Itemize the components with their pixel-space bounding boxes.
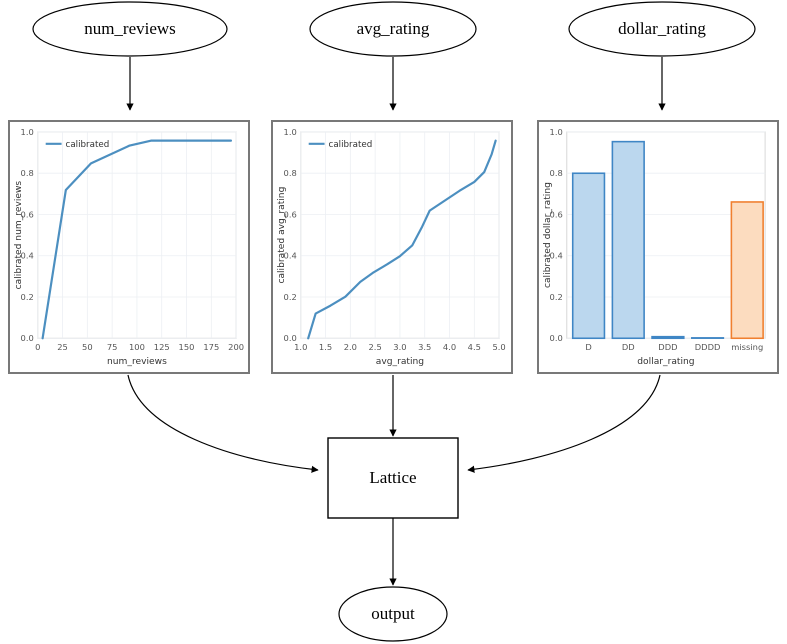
y-tick-labels: 0.0 0.2 0.4 0.6 0.8 1.0 [550,127,563,343]
x-axis-title: dollar_rating [637,357,694,367]
x-tick: 125 [154,342,170,352]
y-tick: 0.4 [284,251,297,261]
x-tick: 25 [57,342,68,352]
node-avg-rating[interactable]: avg_rating [309,1,477,57]
y-tick: 0.8 [550,168,563,178]
x-tick: 1.0 [294,342,307,352]
y-axis-title: calibrated num_reviews [14,181,24,290]
x-tick-labels: 1.0 1.5 2.0 2.5 3.0 3.5 4.0 4.5 5.0 [294,342,506,352]
ellipse-shape [338,586,448,642]
x-tick: 1.5 [319,342,332,352]
x-tick: 3.5 [418,342,431,352]
chart-panel-avg-rating[interactable]: calibrated 0.0 0.2 0.4 0.6 0.8 1.0 1.0 1… [271,120,513,374]
y-tick: 0.0 [21,333,34,343]
x-tick: 2.5 [369,342,382,352]
node-lattice[interactable]: Lattice [327,437,459,519]
y-axis-title: calibrated avg_rating [277,187,287,284]
node-label-lattice: Lattice [369,468,416,487]
x-tick-labels: 0 25 50 75 100 125 150 175 200 [35,342,244,352]
plot-dollar-rating: 0.0 0.2 0.4 0.6 0.8 1.0 D DD DDD DDDD mi… [543,127,766,367]
y-axis-title: calibrated dollar_rating [543,182,553,288]
bar-DDD [651,335,685,340]
node-label-dollar-rating: dollar_rating [618,19,706,38]
bar-DD [611,140,645,340]
x-gridlines [300,131,500,339]
y-tick: 0.2 [550,292,563,302]
series-calibrated [307,139,497,340]
x-tick: 3.0 [393,342,406,352]
x-tick: D [585,342,591,352]
node-label-num-reviews: num_reviews [84,19,176,38]
y-tick: 0.2 [21,292,34,302]
chart-legend: calibrated [308,140,373,150]
x-tick: DDDD [695,342,721,352]
legend-entry-calibrated: calibrated [329,140,373,150]
x-tick: 100 [129,342,145,352]
x-tick: DDD [658,342,677,352]
node-label-output: output [371,604,415,623]
chart-panel-num-reviews[interactable]: calibrated 0.0 0.2 0.4 0.6 0.8 1.0 0 25 … [8,120,250,374]
edge-num-reviews-chart-to-lattice [127,374,319,473]
y-tick: 0.6 [21,209,34,219]
x-tick-labels: D DD DDD DDDD missing [585,342,763,352]
ellipse-shape [32,1,228,57]
bar-series [571,140,764,340]
x-axis-title: avg_rating [376,357,424,367]
x-tick: 175 [203,342,219,352]
x-tick: 200 [228,342,244,352]
y-tick: 0.8 [284,168,297,178]
bar-missing [730,201,764,340]
chart-panel-dollar-rating[interactable]: 0.0 0.2 0.4 0.6 0.8 1.0 D DD DDD DDDD mi… [537,120,779,374]
y-tick: 0.6 [284,209,297,219]
x-tick: 5.0 [492,342,505,352]
x-tick: DD [622,342,635,352]
node-dollar-rating[interactable]: dollar_rating [568,1,756,57]
node-label-avg-rating: avg_rating [357,19,430,38]
bar-D [571,172,606,340]
x-tick: 4.0 [443,342,456,352]
y-tick: 0.4 [21,251,34,261]
x-gridlines [37,131,237,339]
y-tick: 0.6 [550,209,563,219]
y-tick-labels: 0.0 0.2 0.4 0.6 0.8 1.0 [21,127,34,343]
plot-avg-rating: calibrated 0.0 0.2 0.4 0.6 0.8 1.0 1.0 1… [277,127,506,367]
rect-shape [327,437,459,519]
x-tick: 2.0 [344,342,357,352]
y-tick: 1.0 [550,127,563,137]
y-tick: 0.0 [284,333,297,343]
node-num-reviews[interactable]: num_reviews [32,1,228,57]
legend-entry-calibrated: calibrated [66,140,110,150]
y-tick: 0.0 [550,333,563,343]
y-tick: 1.0 [284,127,297,137]
y-tick: 1.0 [21,127,34,137]
y-tick: 0.2 [284,292,297,302]
y-tick: 0.4 [550,251,563,261]
x-tick: 75 [107,342,118,352]
x-tick: 150 [179,342,195,352]
x-axis-title: num_reviews [107,357,167,367]
y-tick: 0.8 [21,168,34,178]
node-output[interactable]: output [338,586,448,642]
x-tick: missing [731,342,763,352]
edge-dollar-rating-chart-to-lattice [467,374,661,473]
x-tick: 0 [35,342,40,352]
series-calibrated [41,139,233,340]
x-tick: 4.5 [468,342,481,352]
y-tick-labels: 0.0 0.2 0.4 0.6 0.8 1.0 [284,127,297,343]
ellipse-shape [309,1,477,57]
x-tick: 50 [82,342,93,352]
ellipse-shape [568,1,756,57]
chart-legend: calibrated [45,140,110,150]
plot-num-reviews: calibrated 0.0 0.2 0.4 0.6 0.8 1.0 0 25 … [14,127,244,367]
